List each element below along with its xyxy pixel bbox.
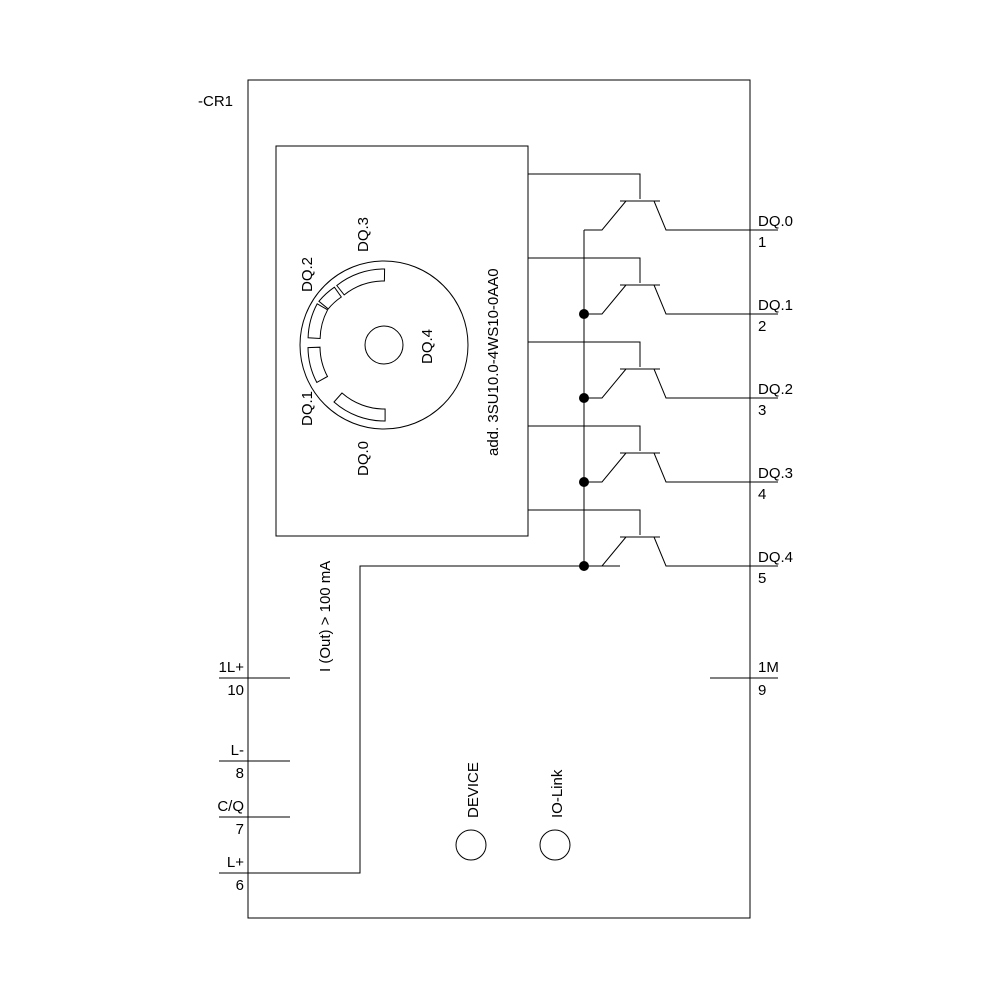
output-signal-label: DQ.3 — [758, 465, 793, 482]
control-wire — [528, 173, 641, 199]
selector-label-dq2: DQ.2 — [299, 257, 316, 292]
selector-labels: DQ.3 DQ.2 DQ.4 DQ.1 DQ.0 add. 3SU10.0-4W… — [299, 217, 502, 476]
selector-center-knob — [364, 325, 404, 365]
transistor-emitter — [653, 284, 778, 315]
segment-dq3 — [336, 268, 386, 296]
device-led-icon — [455, 829, 487, 861]
indicator-io-link: IO-Link — [539, 769, 571, 861]
selector-label-dq1: DQ.1 — [299, 391, 316, 426]
selector-part-note: add. 3SU10.0-4WS10-0AA0 — [485, 268, 502, 456]
output-terminals: DQ.0 1DQ.1 2DQ.2 3DQ.3 4DQ.4 5 — [758, 213, 793, 587]
transistor-stage — [528, 509, 778, 567]
l-plus-supply-wire — [237, 565, 620, 874]
terminal-signal-label: C/Q — [217, 798, 244, 815]
output-signal-label: DQ.0 — [758, 213, 793, 230]
control-wire — [528, 257, 641, 283]
left-terminals: 1L+10L-8C/Q7L+6 — [217, 659, 360, 894]
terminal-signal-label: L- — [231, 742, 244, 759]
transistor-stage — [528, 257, 778, 315]
selector-switch: DQ.3 DQ.2 DQ.4 DQ.1 DQ.0 add. 3SU10.0-4W… — [275, 145, 529, 537]
transistor-emitter — [653, 200, 778, 231]
selector-segments — [307, 268, 386, 422]
terminal-signal-label: L+ — [227, 854, 244, 871]
transistor-emitter — [653, 368, 778, 399]
segment-dq2-lower — [307, 303, 329, 340]
terminal-pin-label: 8 — [236, 765, 244, 782]
terminal-1m-signal: 1M — [758, 659, 779, 676]
terminal-signal-label: 1L+ — [219, 659, 245, 676]
device-enclosure — [247, 79, 751, 919]
transistor-collector — [584, 284, 627, 315]
io-link-led-icon — [539, 829, 571, 861]
output-pin-label: 5 — [758, 570, 766, 587]
terminal-pin-label: 7 — [236, 821, 244, 838]
transistor-collector — [584, 368, 627, 399]
selector-label-dq0: DQ.0 — [355, 441, 372, 476]
left-terminal: L- 8 — [219, 742, 290, 782]
transistor-stage — [528, 425, 778, 483]
output-pin-label: 1 — [758, 234, 766, 251]
control-wire — [528, 425, 641, 451]
selector-label-dq4: DQ.4 — [419, 329, 436, 364]
output-pin-label: 2 — [758, 318, 766, 335]
device-designation: -CR1 — [198, 93, 233, 110]
output-signal-label: DQ.2 — [758, 381, 793, 398]
output-pin-label: 3 — [758, 402, 766, 419]
transistor-collector — [584, 536, 627, 567]
transistor-collector — [584, 452, 627, 483]
transistor-emitter — [653, 452, 778, 483]
terminal-pin-label: 10 — [227, 682, 244, 699]
selector-label-dq3: DQ.3 — [355, 217, 372, 252]
output-transistors — [528, 173, 778, 567]
selector-housing — [275, 145, 529, 537]
left-terminal: 1L+10 — [219, 659, 290, 699]
terminal-1m: 1M 9 — [710, 659, 779, 699]
control-wire — [528, 341, 641, 367]
segment-dq2 — [318, 286, 343, 310]
transistor-stage — [528, 341, 778, 399]
output-signal-label: DQ.4 — [758, 549, 793, 566]
output-signal-label: DQ.1 — [758, 297, 793, 314]
transistor-emitter — [653, 536, 778, 567]
output-pin-label: 4 — [758, 486, 766, 503]
transistor-stage — [528, 173, 778, 231]
segment-dq1 — [307, 346, 329, 384]
left-terminal: L+ 6 — [219, 854, 360, 894]
selector-outer-ring — [299, 260, 469, 430]
io-link-led-label: IO-Link — [549, 769, 566, 818]
current-note: I (Out) > 100 mA — [317, 561, 334, 672]
segment-dq0 — [333, 392, 386, 422]
device-led-label: DEVICE — [465, 762, 482, 818]
terminal-1m-pin: 9 — [758, 682, 766, 699]
transistor-collector — [584, 200, 627, 231]
left-terminal: C/Q 7 — [217, 798, 290, 838]
control-wire — [528, 509, 641, 535]
terminal-pin-label: 6 — [236, 877, 244, 894]
indicator-device: DEVICE — [455, 762, 487, 861]
